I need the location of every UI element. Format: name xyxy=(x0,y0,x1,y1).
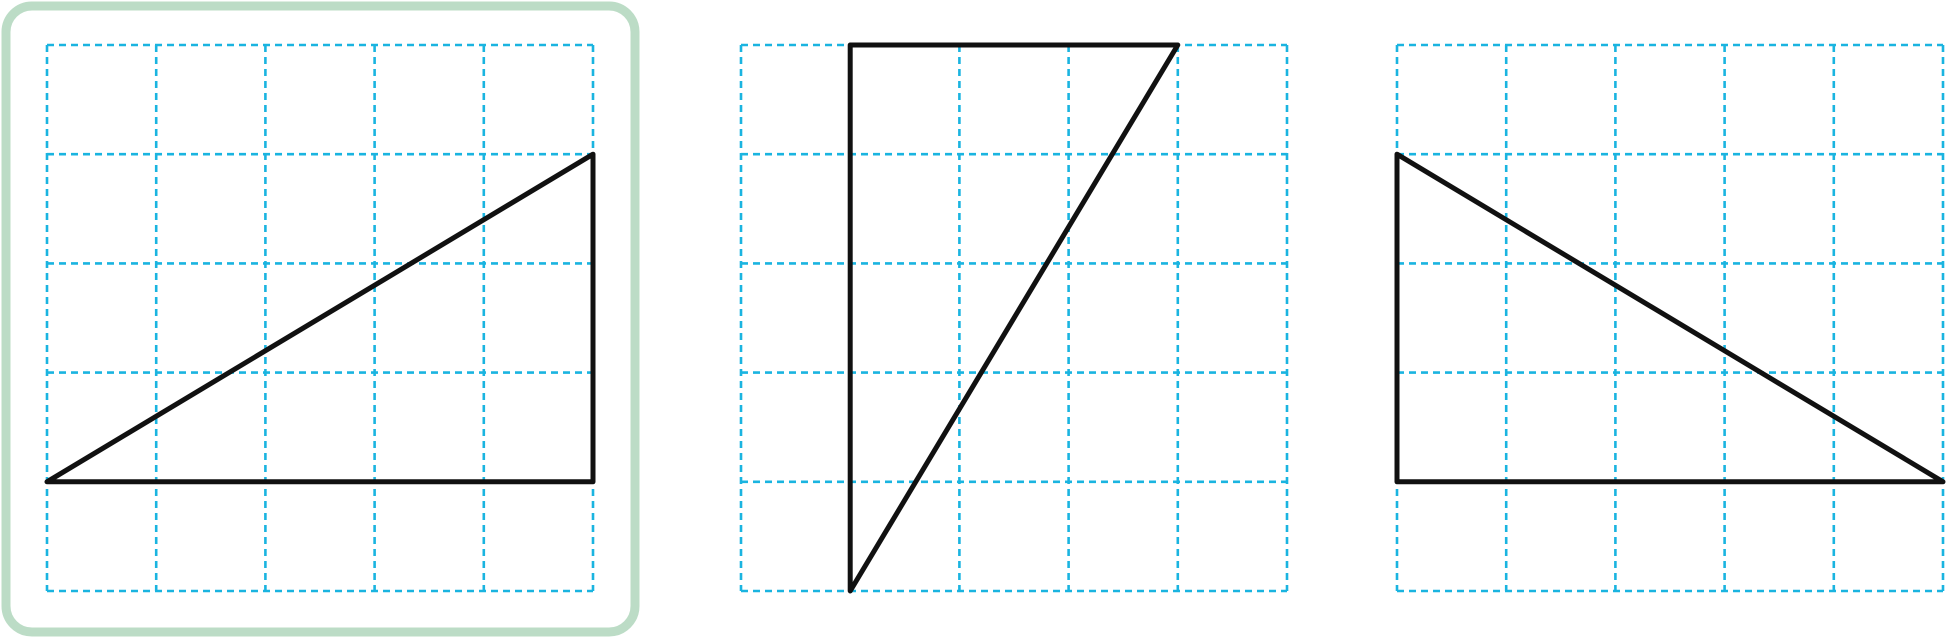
right-triangle-shape xyxy=(847,42,1181,594)
option-card-1[interactable] xyxy=(1,1,640,637)
grid xyxy=(45,43,595,593)
option-card-2[interactable] xyxy=(739,42,1289,594)
right-triangle-shape xyxy=(44,151,596,485)
option-card-3[interactable] xyxy=(1394,43,1946,593)
selected-option-frame xyxy=(1,1,640,637)
right-triangle-shape xyxy=(1394,151,1946,485)
